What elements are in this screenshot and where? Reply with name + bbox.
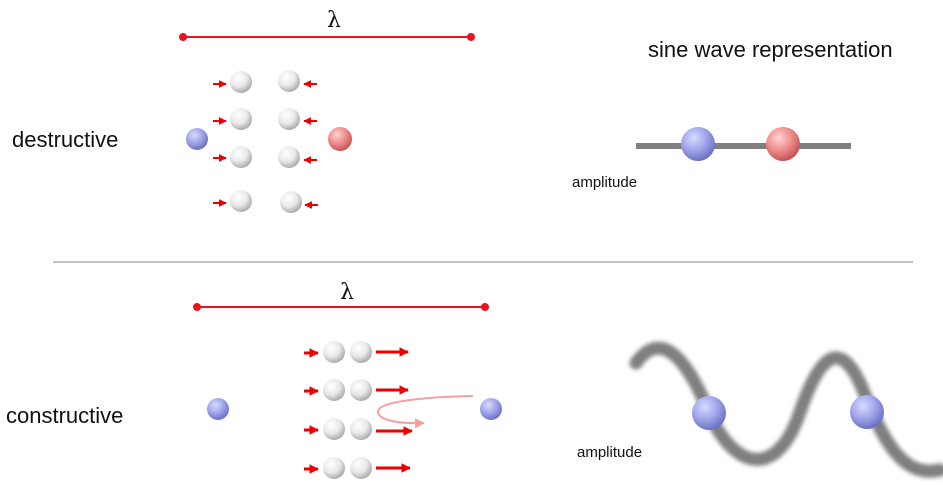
sine-wave-line [629, 341, 943, 478]
blue-amplitude-particle [692, 396, 726, 430]
blue-amplitude-particle [681, 127, 715, 161]
air-particle [230, 190, 252, 212]
left-particle-column-destructive [213, 71, 252, 212]
lambda-label-destructive: λ [327, 8, 341, 33]
air-particle [278, 70, 300, 92]
air-particle [280, 191, 302, 213]
right-particle-column-destructive [278, 70, 318, 213]
blue-source-particle [480, 398, 502, 420]
air-particle [350, 379, 372, 401]
air-particle [230, 146, 252, 168]
constructive-section: λ constructive [6, 280, 943, 479]
blue-source-particle [186, 128, 208, 150]
air-particle [323, 418, 345, 440]
particle-row [304, 418, 413, 440]
particle-row [304, 341, 409, 363]
particle-row [304, 379, 409, 401]
amplitude-label-constructive: amplitude [577, 444, 642, 461]
air-particle [350, 457, 372, 479]
lambda-label-constructive: λ [340, 280, 354, 305]
air-particle [230, 108, 252, 130]
propagation-curve-arrow [377, 395, 474, 429]
particle-rows-constructive [304, 341, 413, 479]
wavelength-marker-constructive [193, 303, 489, 311]
air-particle [323, 379, 345, 401]
wavelength-marker-destructive [179, 33, 475, 41]
amplitude-label-destructive: amplitude [572, 174, 637, 191]
sine-wave-representation-title: sine wave representation [648, 37, 893, 62]
air-particle [278, 108, 300, 130]
air-particle [350, 341, 372, 363]
air-particle [230, 71, 252, 93]
air-particle [278, 146, 300, 168]
air-particle [323, 457, 345, 479]
red-source-particle [328, 127, 352, 151]
blue-source-particle [207, 398, 229, 420]
red-amplitude-particle [766, 127, 800, 161]
destructive-label: destructive [12, 127, 118, 152]
constructive-label: constructive [6, 403, 123, 428]
air-particle [350, 418, 372, 440]
destructive-section: λ destructive sine wave r [12, 8, 893, 213]
blue-amplitude-particle [850, 395, 884, 429]
air-particle [323, 341, 345, 363]
particle-row [304, 457, 411, 479]
